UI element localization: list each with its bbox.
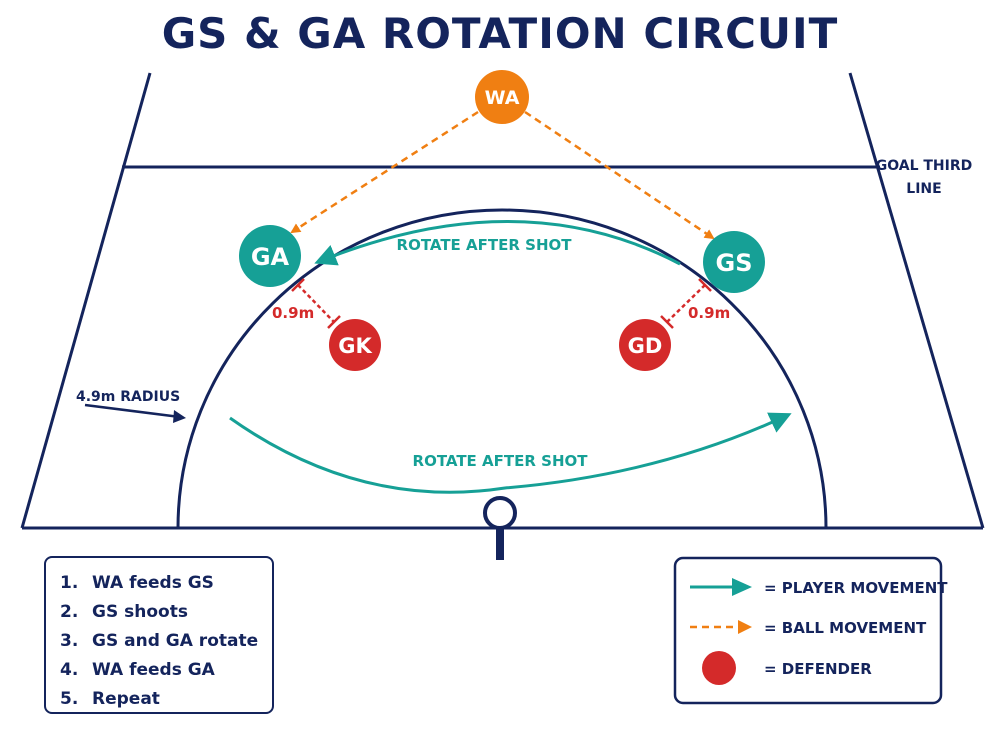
player-ga-label: GA bbox=[251, 243, 290, 271]
defender-gd: GD bbox=[619, 319, 671, 371]
distance-label-left: 0.9m bbox=[272, 304, 314, 322]
goal-post bbox=[483, 496, 517, 560]
player-wa: WA bbox=[475, 70, 529, 124]
player-movement-top-arrow bbox=[314, 220, 681, 266]
rotate-label-top: ROTATE AFTER SHOT bbox=[397, 236, 573, 254]
legend-player-movement-arrowhead bbox=[732, 578, 752, 596]
step-number: 5. bbox=[60, 688, 79, 709]
legend-ball-movement-arrowhead bbox=[738, 620, 752, 634]
rotate-label-bottom: ROTATE AFTER SHOT bbox=[413, 452, 589, 470]
step-text: GS and GA rotate bbox=[92, 630, 259, 651]
goal-third-label-line2: LINE bbox=[906, 181, 941, 197]
marking-distance-left bbox=[291, 278, 341, 329]
legend-ball-movement-label: = BALL MOVEMENT bbox=[764, 619, 927, 637]
radius-pointer bbox=[84, 403, 181, 419]
step-text: WA feeds GS bbox=[92, 572, 214, 593]
radius-pointer-head bbox=[173, 410, 186, 423]
goal-third-label-line1: GOAL THIRD bbox=[876, 158, 973, 174]
marking-distance-right bbox=[660, 278, 712, 329]
step-item: 4. WA feeds GA bbox=[60, 655, 272, 684]
step-number: 2. bbox=[60, 601, 79, 622]
defender-gd-label: GD bbox=[628, 334, 663, 358]
step-text: WA feeds GA bbox=[92, 659, 215, 680]
legend-defender-label: = DEFENDER bbox=[764, 660, 872, 678]
legend-player-movement-label: = PLAYER MOVEMENT bbox=[764, 579, 948, 597]
step-number: 1. bbox=[60, 572, 79, 593]
player-ga: GA bbox=[239, 225, 301, 287]
defender-gk-label: GK bbox=[338, 334, 372, 358]
right-sideline bbox=[848, 72, 985, 529]
left-sideline bbox=[20, 72, 152, 529]
step-text: Repeat bbox=[92, 688, 160, 709]
step-item: 3. GS and GA rotate bbox=[60, 626, 272, 655]
radius-label: 4.9m RADIUS bbox=[76, 389, 180, 405]
step-item: 1. WA feeds GS bbox=[60, 568, 272, 597]
step-item: 5. Repeat bbox=[60, 684, 272, 713]
ball-movement-wa-to-ga bbox=[290, 110, 479, 234]
legend-box bbox=[673, 556, 943, 705]
step-number: 4. bbox=[60, 659, 79, 680]
defender-gk: GK bbox=[329, 319, 381, 371]
player-wa-label: WA bbox=[485, 87, 520, 109]
page-title: GS & GA ROTATION CIRCUIT bbox=[162, 9, 839, 58]
player-gs-label: GS bbox=[716, 249, 753, 277]
player-movement-bottom-arrow bbox=[229, 412, 792, 494]
step-text: GS shoots bbox=[92, 601, 188, 622]
ball-movement-wa-to-gs bbox=[524, 110, 715, 240]
steps-box: 1. WA feeds GS 2. GS shoots 3. GS and GA… bbox=[44, 556, 274, 714]
distance-label-right: 0.9m bbox=[688, 304, 730, 322]
player-gs: GS bbox=[703, 231, 765, 293]
step-item: 2. GS shoots bbox=[60, 597, 272, 626]
step-number: 3. bbox=[60, 630, 79, 651]
legend: = PLAYER MOVEMENT = BALL MOVEMENT = DEFE… bbox=[673, 556, 948, 705]
legend-defender-swatch bbox=[702, 651, 736, 685]
goal-circle bbox=[176, 208, 828, 529]
